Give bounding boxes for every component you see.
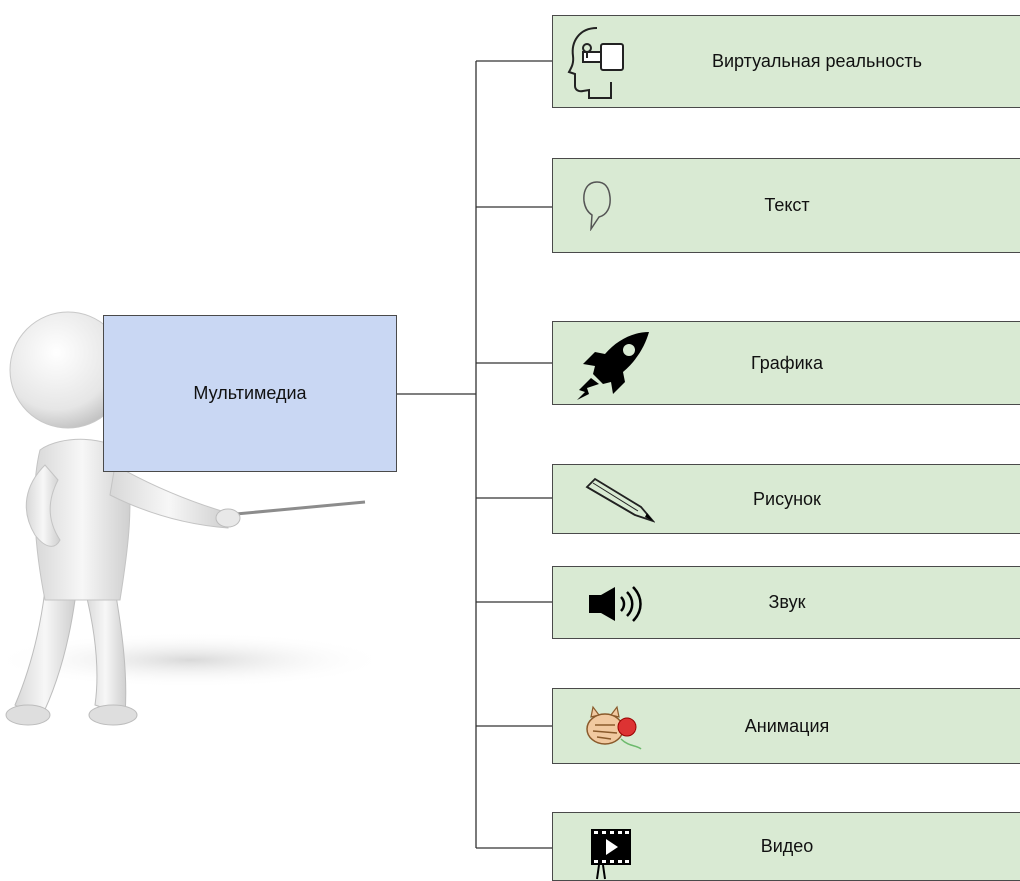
node-label: Рисунок <box>753 488 821 509</box>
rocket-icon <box>577 332 649 400</box>
node-sound: Звук <box>552 566 1020 639</box>
film-strip-icon <box>591 829 631 880</box>
speaker-icon <box>589 586 642 622</box>
node-label: Анимация <box>744 715 830 736</box>
node-video: Видео <box>552 812 1020 881</box>
vr-headset-icon <box>567 27 624 99</box>
node-virtual-reality: Виртуальная реальность <box>552 15 1020 108</box>
node-label: Видео <box>760 836 814 856</box>
multimedia-box: Мультимедиа <box>103 315 397 472</box>
node-graphics: Графика <box>552 321 1020 405</box>
speech-bubble-icon <box>583 181 611 231</box>
presenter-figure <box>0 311 390 726</box>
node-label: Текст <box>764 195 810 215</box>
cartoon-cat-icon <box>586 705 642 750</box>
node-label: Звук <box>768 592 806 612</box>
pencil-icon <box>585 477 655 523</box>
node-text: Текст <box>552 158 1020 253</box>
node-animation: Анимация <box>552 688 1020 764</box>
multimedia-label: Мультимедиа <box>193 383 307 403</box>
node-drawing: Рисунок <box>552 464 1020 534</box>
node-label: Виртуальная реальность <box>712 51 922 71</box>
node-label: Графика <box>751 352 823 373</box>
